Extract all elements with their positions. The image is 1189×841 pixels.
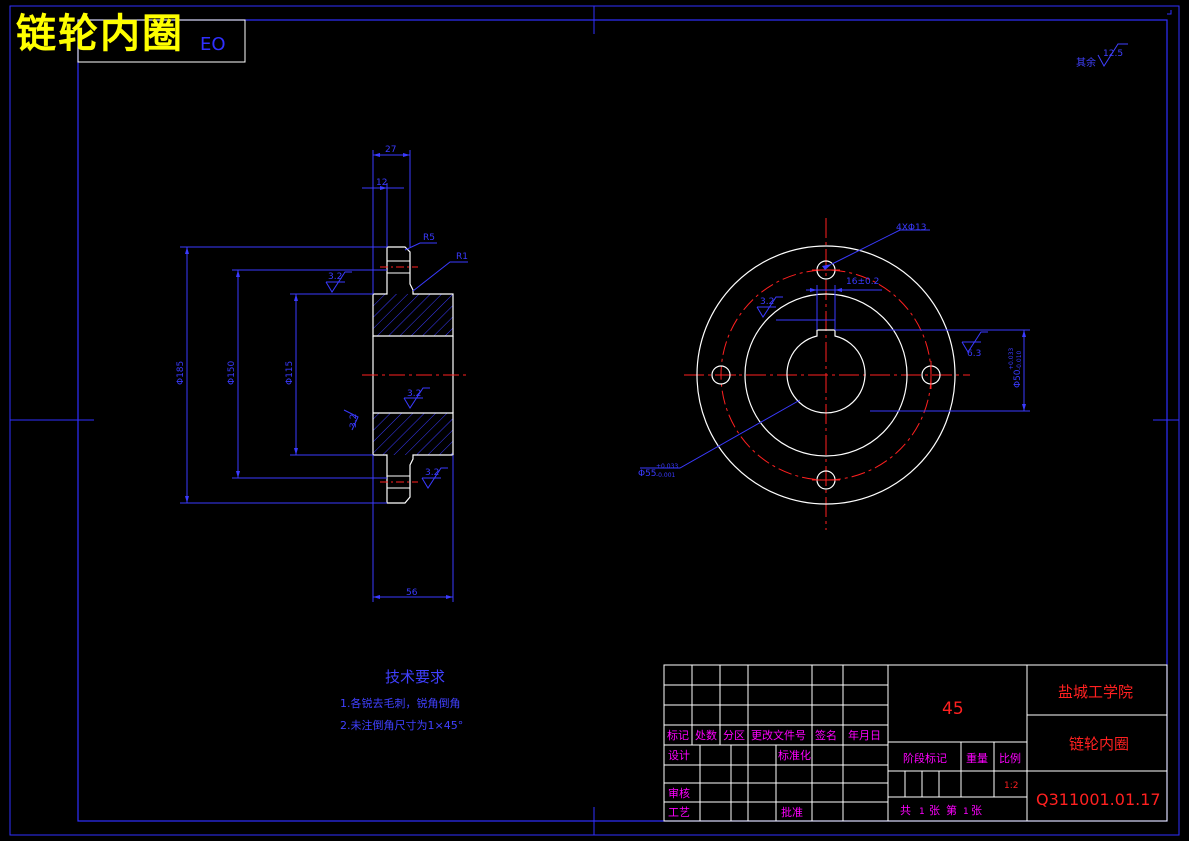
tech-line-1: 1.各锐去毛刺，锐角倒角 (340, 697, 461, 710)
section-hatch-lower (373, 413, 453, 455)
dia-bore: Φ55 (638, 469, 657, 479)
tb-part-name: 链轮内圈 (1069, 735, 1129, 753)
dia-inner: Φ115 (285, 361, 295, 385)
tb-zone: 分区 (723, 729, 745, 742)
dia-bore-tol-lower: -0.001 (656, 472, 676, 479)
tb-sheet: 张 (971, 804, 982, 817)
dia-right-tol-lower: -0.010 (1016, 350, 1023, 370)
title-overlay: 链轮内圈 (16, 11, 184, 57)
tb-sign: 签名 (815, 728, 837, 742)
roughness-bottom: 3.2 (425, 468, 439, 478)
tb-material: 45 (942, 699, 964, 719)
tb-ratio: 比例 (999, 751, 1021, 765)
key-width: 16±0.2 (846, 277, 879, 287)
drawing-frame (9, 5, 1180, 836)
tb-count: 处数 (695, 729, 717, 742)
surface-finish-symbol (1097, 43, 1128, 67)
title-block (663, 664, 1168, 822)
radius-top: R5 (423, 233, 435, 243)
dim-top-inner: 12 (376, 178, 387, 188)
tb-drawing-no: Q311001.01.17 (1036, 790, 1161, 809)
roughness-key: 3.2 (760, 297, 774, 307)
corner-box (77, 19, 246, 63)
tb-process: 工艺 (668, 806, 690, 819)
dia-right-tol-upper: +0.033 (1008, 348, 1015, 370)
dia-right: Φ50 (1013, 369, 1023, 388)
tb-weight: 重量 (966, 751, 988, 765)
dia-outer: Φ185 (176, 361, 186, 385)
tb-stage-mark: 阶段标记 (903, 751, 947, 765)
tb-total: 共 (900, 804, 911, 817)
tb-no: 第 (946, 803, 957, 817)
tb-mark: 标记 (667, 728, 689, 742)
dia-mid: Φ150 (227, 360, 237, 385)
holes-label: 4XΦ13 (896, 223, 926, 233)
corner-box-text: EO (200, 34, 226, 55)
roughness-middle: 3.2 (407, 389, 421, 399)
tb-change-doc: 更改文件号 (751, 728, 806, 742)
dim-bottom: 56 (406, 588, 418, 598)
tb-sheets: 张 (929, 804, 940, 817)
dia-bore-tol-upper: +0.033 (656, 463, 678, 470)
tech-heading: 技术要求 (384, 668, 445, 686)
surface-finish-note: 其余 (1076, 56, 1096, 69)
tech-line-2: 2.未注倒角尺寸为1×45° (340, 719, 464, 732)
roughness-left: 3.2 (349, 414, 359, 428)
surface-finish-value: 12.5 (1103, 49, 1123, 59)
roughness-top: 3.2 (328, 272, 342, 282)
technical-requirements: 技术要求 1.各锐去毛刺，锐角倒角 2.未注倒角尺寸为1×45° (340, 666, 500, 737)
roughness-right: 6.3 (967, 349, 981, 359)
section-view: 27 12 R5 R1 3.2 3.2 3.2 3.2 56 Φ185 Φ150… (176, 145, 468, 602)
tb-approve: 批准 (781, 805, 803, 819)
tb-scale: 1:2 (1004, 781, 1018, 791)
dim-top-total: 27 (385, 145, 396, 155)
tb-design: 设计 (668, 749, 690, 762)
tb-sheet-no: 1 (963, 807, 969, 817)
section-hatch-upper (373, 294, 453, 336)
tb-review: 审核 (668, 786, 690, 800)
tb-date: 年月日 (848, 728, 881, 742)
tb-school: 盐城工学院 (1058, 683, 1133, 701)
radius-right: R1 (456, 252, 468, 262)
front-view: 4XΦ13 16±0.2 3.2 6.3 Φ50 +0.033 -0.010 Φ… (638, 218, 1030, 530)
tb-sheet-total: 1 (919, 807, 925, 817)
tb-standardize: 标准化 (778, 748, 811, 762)
